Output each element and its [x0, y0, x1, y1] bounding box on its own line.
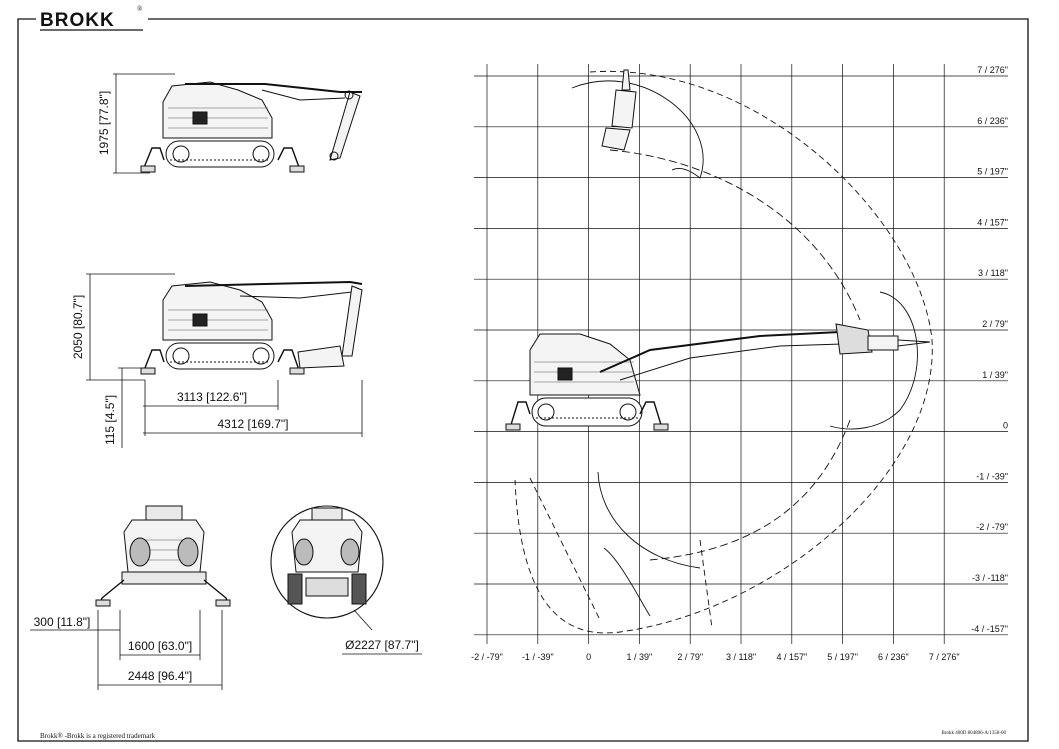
logo-text: BROKK — [40, 10, 115, 31]
rotation-view — [270, 505, 422, 655]
brokk-logo: BROKK ® — [40, 5, 143, 31]
y-tick-label: -1 / -39" — [976, 471, 1008, 481]
track-outline — [165, 140, 275, 168]
length-label: 3113 [122.6"] — [177, 390, 247, 404]
upper-arc — [571, 80, 704, 179]
track-width-label: 1600 [63.0"] — [128, 639, 192, 653]
total-length-label: 4312 [169.7"] — [218, 417, 289, 431]
x-tick-label: 0 — [586, 652, 591, 662]
x-tick-label: 5 / 197" — [827, 652, 858, 662]
y-tick-label: 3 / 118" — [978, 268, 1008, 278]
extended-view-machine — [140, 280, 363, 375]
reach-envelope — [514, 70, 933, 634]
reach-chart-machine — [505, 323, 931, 431]
side-view-machine — [140, 81, 362, 173]
inner-sweep-1 — [609, 149, 861, 321]
rotation-diameter-label: Ø2227 [87.7"] — [345, 638, 419, 652]
inner-sweep-4 — [529, 477, 601, 621]
ground-clearance-label: 115 [4.5"] — [103, 395, 117, 445]
lower-arc — [597, 471, 701, 569]
y-tick-label: -3 / -118" — [972, 573, 1008, 583]
extended-dimensions — [86, 273, 363, 448]
x-tick-label: -2 / -79" — [471, 652, 503, 662]
outrigger-width-label: 2448 [96.4"] — [128, 669, 192, 683]
registered-mark: ® — [137, 5, 143, 13]
lower-solid-sweep — [603, 547, 651, 617]
reach-chart-x-ticks: -2 / -79" -1 / -39" 0 1 / 39" 2 / 79" 3 / 118… — [471, 652, 959, 662]
x-tick-label: 7 / 276" — [929, 652, 960, 662]
extended-height-label: 2050 [80.7"] — [71, 295, 85, 359]
x-tick-label: 1 / 39" — [627, 652, 653, 662]
outrigger-offset-label: 300 [11.8"] — [34, 615, 91, 629]
front-dimensions — [30, 610, 223, 690]
x-tick-label: 2 / 79" — [677, 652, 703, 662]
outer-reach-curve — [514, 70, 933, 634]
x-tick-label: 3 / 118" — [726, 652, 756, 662]
y-tick-label: 1 / 39" — [982, 370, 1008, 380]
front-arc — [829, 291, 918, 430]
inner-sweep-2 — [649, 419, 851, 561]
y-tick-label: 6 / 236" — [977, 116, 1008, 126]
y-tick-label: 5 / 197" — [977, 167, 1008, 177]
y-tick-label: 0 — [1003, 421, 1008, 431]
y-tick-label: 4 / 157" — [977, 217, 1008, 227]
x-tick-label: 4 / 157" — [776, 652, 807, 662]
y-tick-label: -4 / -157" — [971, 624, 1008, 634]
y-tick-label: 2 / 79" — [982, 319, 1008, 329]
front-view-machine — [95, 505, 231, 607]
y-tick-label: -2 / -79" — [976, 522, 1008, 532]
y-tick-label: 7 / 276" — [977, 65, 1008, 75]
raised-tool — [601, 69, 637, 151]
x-tick-label: -1 / -39" — [522, 652, 554, 662]
doc-reference: Brokk 400D 804806-A/1358-00 — [942, 731, 1007, 736]
side-height-dimension — [113, 73, 175, 174]
trademark-note: Brokk® -Brokk is a registered trademark — [40, 732, 156, 740]
reach-chart-y-ticks: 7 / 276" 6 / 236" 5 / 197" 4 / 157" 3 / 118"… — [971, 65, 1008, 634]
inner-sweep-3 — [699, 539, 713, 629]
sheet-frame — [17, 18, 1029, 742]
side-height-label: 1975 [77.8"] — [97, 91, 111, 155]
x-tick-label: 6 / 236" — [878, 652, 909, 662]
